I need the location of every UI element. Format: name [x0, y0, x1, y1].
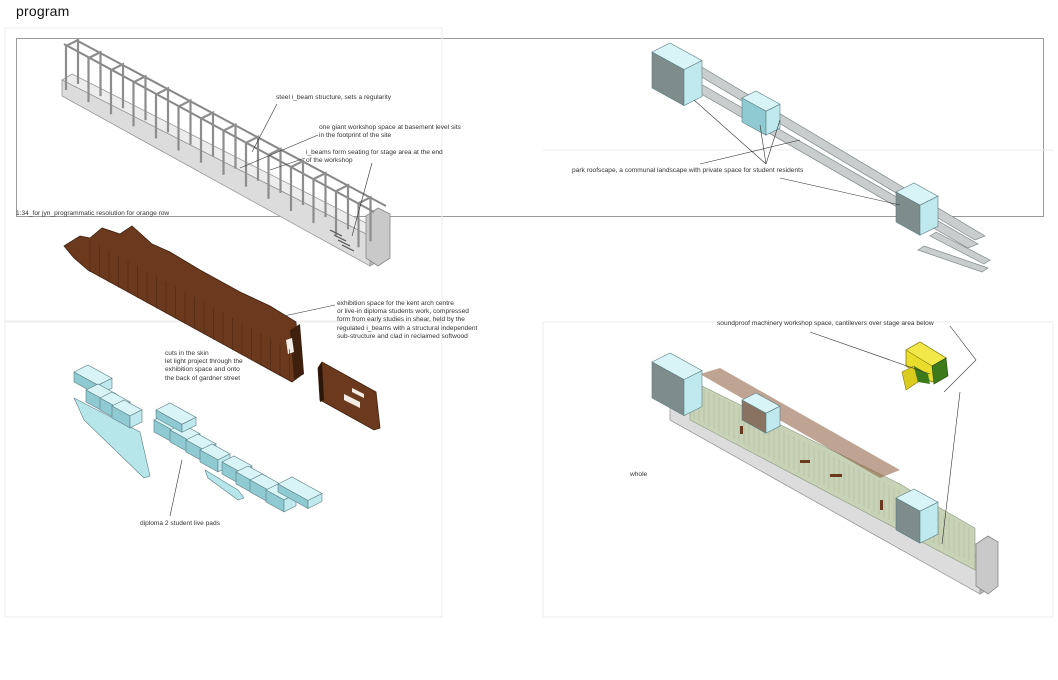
annotation-steel: steel i_beam structure, sets a regularit… — [276, 94, 392, 101]
annotation-line: or live-in diploma students work, compre… — [337, 308, 469, 316]
annotation-park: park roofscape, a communal landscape wit… — [572, 167, 804, 174]
steel-frame — [154, 86, 170, 139]
whole-assembly — [651, 325, 999, 595]
annotation-line: let light project through the — [165, 358, 243, 366]
annotation-whole: whole — [630, 471, 648, 478]
annotation-line: the back of gardner street — [165, 374, 241, 382]
annotation-line: cuts in the skin — [165, 350, 209, 357]
timber-exhibition — [63, 225, 381, 431]
glass-box — [741, 392, 781, 434]
steel-frame — [312, 171, 327, 224]
annotation-cuts: cuts in the skin let light project throu… — [165, 350, 243, 383]
live-pod — [111, 399, 143, 429]
drawing-frame — [16, 38, 1044, 217]
annotation-line: i_beams form seating for stage area at t… — [306, 149, 443, 156]
annotation-line: of the workshop — [306, 157, 353, 165]
glass-box — [895, 488, 939, 544]
annotation-line: one giant workshop space at basement lev… — [319, 124, 461, 131]
steel-frame — [177, 98, 192, 151]
live-pod — [155, 402, 197, 433]
annotation-soundproof: soundproof machinery workshop space, can… — [717, 320, 934, 327]
annotation-workshop: one giant workshop space at basement lev… — [319, 124, 461, 140]
steel-frame — [87, 50, 102, 103]
steel-structure — [61, 38, 391, 267]
steel-frame — [357, 195, 372, 248]
steel-frame — [109, 62, 125, 115]
page-title: program — [16, 3, 70, 19]
annotation-seating: i_beams form seating for stage area at t… — [306, 149, 443, 165]
park-roofscape — [651, 42, 991, 273]
annotation-line: sub-structure and clad in reclaimed soft… — [337, 332, 468, 340]
steel-frame — [64, 38, 80, 90]
annotation-line: exhibition space and onto — [165, 366, 240, 374]
glass-box — [651, 42, 703, 107]
annotation-line: exhibition space for the kent arch centr… — [337, 300, 454, 307]
steel-frame — [132, 74, 147, 127]
machinery-box — [901, 341, 949, 391]
steel-frame — [222, 122, 237, 175]
annotation-exhibition: exhibition space for the kent arch centr… — [337, 300, 477, 341]
glass-box — [895, 182, 939, 236]
steel-frame — [289, 159, 305, 211]
annotation-line: form from early studies in shear, held b… — [337, 316, 465, 324]
annotation-line: in the footprint of the site — [319, 132, 392, 140]
annotation-pods: diploma 2 student live pads — [140, 520, 220, 527]
steel-frame — [267, 147, 282, 199]
student-live-pods — [73, 364, 323, 517]
glass-box — [741, 90, 781, 136]
glass-box — [651, 352, 703, 417]
annotation-line: regulated i_beams with a structural inde… — [337, 324, 478, 332]
steel-frame — [334, 183, 350, 236]
annotation-orange-row: 1:34_for jyn_programmatic resolution for… — [16, 210, 170, 217]
steel-frame — [244, 135, 260, 187]
live-pod — [277, 476, 323, 510]
steel-frame — [199, 110, 215, 163]
